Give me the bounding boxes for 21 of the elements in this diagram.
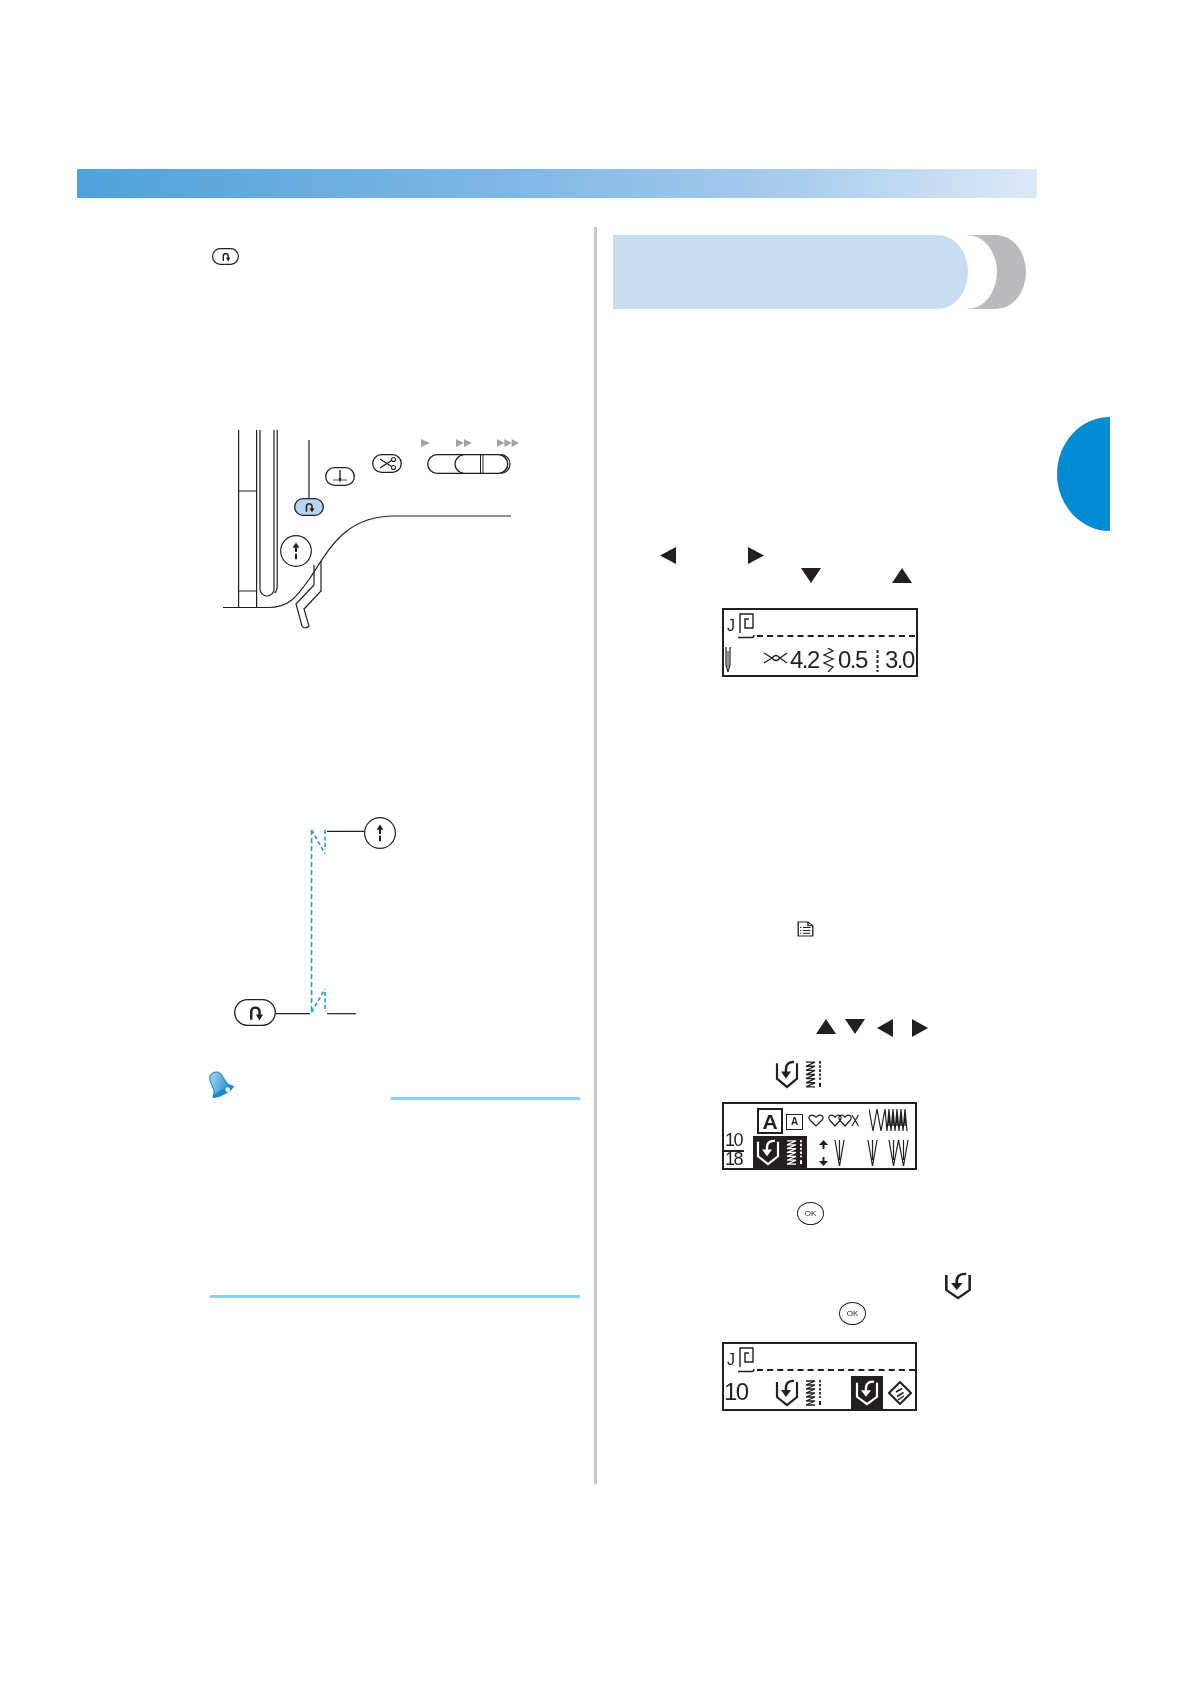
chapter-tab <box>1057 417 1110 531</box>
page-number: 10 <box>725 1133 743 1149</box>
leader-line <box>308 439 310 499</box>
leader-line <box>326 830 365 832</box>
page-total: 18 <box>725 1152 743 1168</box>
u-turn-button-icon <box>294 498 324 516</box>
ok-button: OK <box>839 1302 866 1325</box>
display-value: 0.5 <box>838 650 867 671</box>
display-value: 4.2 <box>790 650 819 671</box>
u-turn-button-icon <box>234 999 276 1026</box>
presser-foot-letter: J <box>727 1353 735 1367</box>
presser-foot-letter: J <box>727 619 735 633</box>
letter-tile: A <box>757 1108 783 1134</box>
display-value: 10 <box>724 1382 748 1403</box>
letter-tile: A <box>786 1114 803 1130</box>
stitch-seam-drawing <box>310 829 327 1015</box>
ok-button: OK <box>797 1202 824 1225</box>
up-arrow-button-icon <box>364 817 396 849</box>
display-value: 3.0 <box>885 650 914 671</box>
leader-line <box>326 1013 357 1015</box>
leader-line <box>275 1013 311 1015</box>
